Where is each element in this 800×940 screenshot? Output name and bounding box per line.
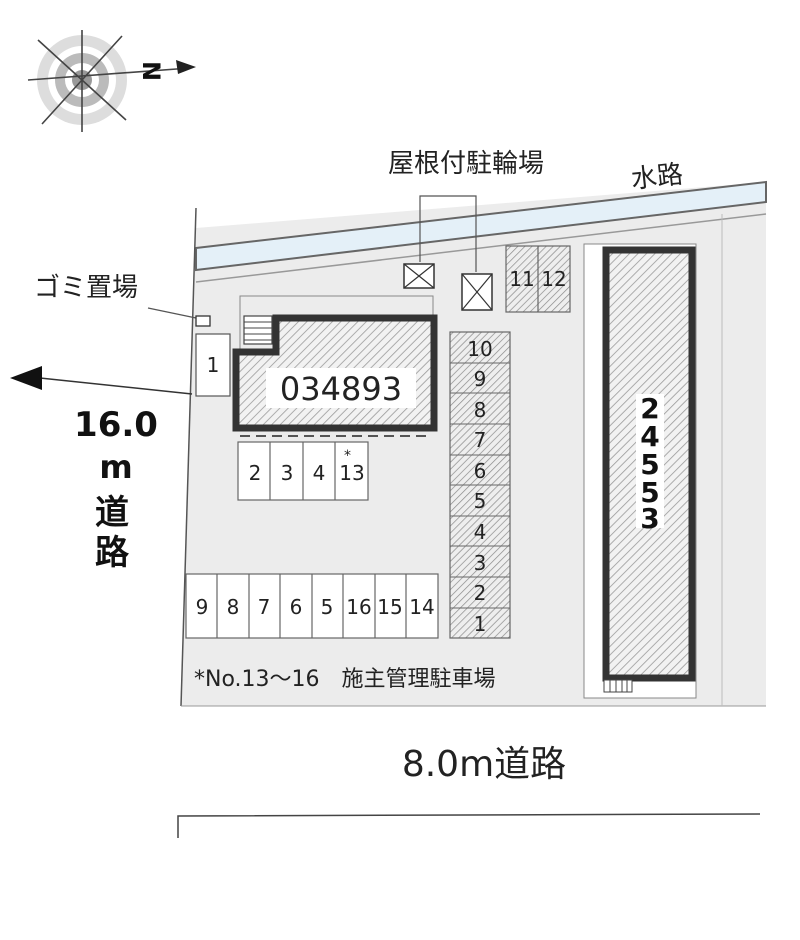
waterway-label: 水路 [630, 160, 685, 195]
parking-space-1: 1 [195, 333, 231, 397]
parking-space-13-label: 13 [339, 461, 364, 485]
column-space-7-label: 7 [474, 428, 487, 452]
garbage-box [195, 315, 211, 327]
column-space-9-label: 9 [474, 367, 487, 391]
parking-row-upper: 2 3 4 13 * [237, 441, 369, 501]
main-building-stairs [243, 315, 273, 345]
parking-row-lower: 9 8 7 6 5 16 15 14 [185, 573, 439, 639]
east-building-stairs [603, 679, 633, 693]
parking-space-13-star: * [344, 448, 351, 464]
compass-north-letter: N [137, 61, 165, 81]
parking-note: *No.13〜16 施主管理駐車場 [194, 667, 496, 692]
parking-column-center: 10 9 8 7 6 5 4 3 2 1 [449, 331, 511, 639]
parking-space-6-label: 6 [290, 595, 303, 619]
east-building-id-digit-2: 4 [640, 420, 659, 453]
arrow-west [10, 366, 42, 390]
parking-space-14-label: 14 [409, 595, 434, 619]
parking-space-3-label: 3 [281, 461, 294, 485]
parking-space-9-label: 9 [196, 595, 209, 619]
road-south-label: 8.0m道路 [402, 744, 566, 785]
road-west-unit: m [99, 448, 132, 486]
column-space-6-label: 6 [474, 459, 487, 483]
parking-space-1-label: 1 [207, 353, 220, 377]
parking-space-11-label: 11 [509, 267, 534, 291]
parking-pair-11-12: 11 12 [505, 245, 571, 313]
road-west-char2: 路 [95, 533, 130, 573]
main-building-id: 034893 [280, 370, 402, 408]
east-building-id-digit-3: 5 [640, 448, 659, 481]
bike-shelter-2 [461, 273, 493, 311]
column-space-4-label: 4 [474, 520, 487, 544]
bike-parking-label: 屋根付駐輪場 [388, 149, 544, 179]
bike-shelter-1 [403, 263, 435, 289]
east-building-id-digit-4: 5 [640, 476, 659, 509]
south-road-edge [177, 813, 761, 838]
parking-space-7-label: 7 [258, 595, 271, 619]
road-west-char1: 道 [95, 493, 129, 533]
parking-space-12-label: 12 [541, 267, 566, 291]
column-space-10-label: 10 [467, 337, 492, 361]
column-space-8-label: 8 [474, 398, 487, 422]
waterway-band [195, 180, 767, 272]
parking-space-8-label: 8 [227, 595, 240, 619]
east-building-id-digit-1: 2 [640, 392, 659, 425]
garbage-label: ゴミ置場 [34, 273, 138, 303]
compass [27, 30, 196, 132]
parking-space-4-label: 4 [313, 461, 326, 485]
parking-space-2-label: 2 [249, 461, 262, 485]
east-building-id-digit-5: 3 [640, 502, 659, 535]
column-space-3-label: 3 [474, 551, 487, 575]
column-space-2-label: 2 [474, 581, 487, 605]
road-west-width: 16.0 [74, 405, 158, 445]
parking-space-16-label: 16 [346, 595, 371, 619]
column-space-1-label: 1 [474, 612, 487, 636]
parking-space-15-label: 15 [377, 595, 402, 619]
column-space-5-label: 5 [474, 489, 487, 513]
parking-space-5-label: 5 [321, 595, 334, 619]
